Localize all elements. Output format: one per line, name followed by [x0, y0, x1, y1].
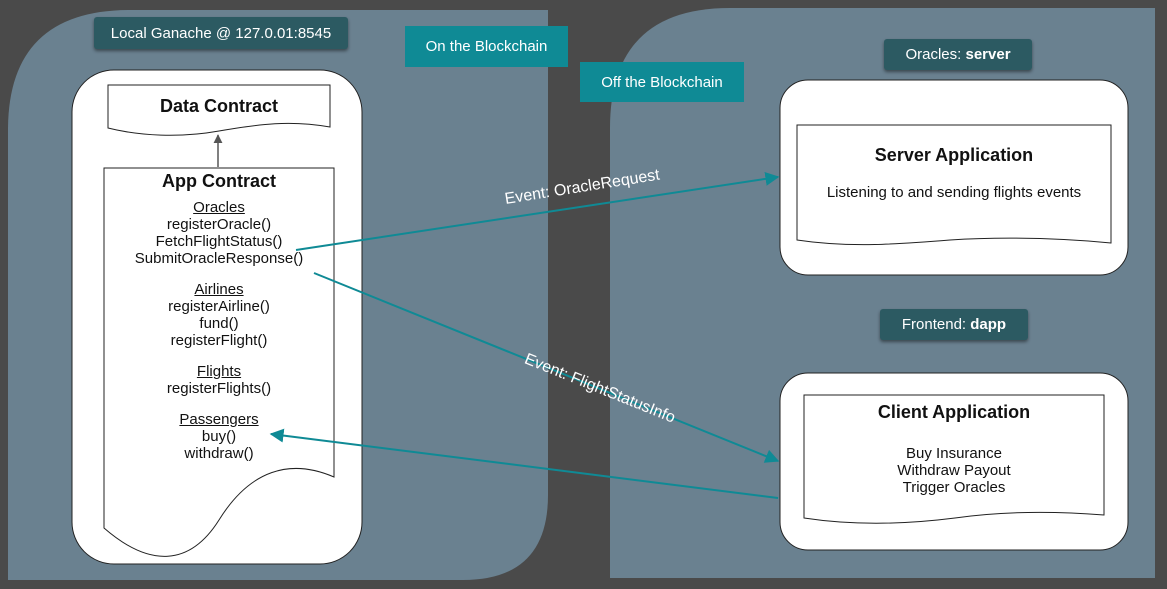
passengers-heading: Passengers: [179, 411, 259, 428]
off-blockchain-label: Off the Blockchain: [580, 62, 744, 102]
data-contract-text: Data Contract: [108, 95, 330, 117]
oracles-fn: registerOracle(): [166, 216, 272, 233]
oracles-server-label: Oracles: server: [884, 39, 1032, 70]
server-application-box: [796, 124, 1112, 246]
oracles-fn: FetchFlightStatus(): [155, 233, 283, 250]
app-contract-box: [103, 167, 335, 557]
app-contract-text: App Contract Oracles registerOracle() Fe…: [104, 170, 334, 462]
airlines-heading: Airlines: [194, 281, 244, 298]
flights-heading: Flights: [196, 363, 242, 380]
client-action: Buy Insurance: [906, 445, 1002, 462]
client-action: Withdraw Payout: [897, 462, 1011, 479]
frontend-dapp-label: Frontend: dapp: [880, 309, 1028, 340]
passengers-fn: buy(): [201, 428, 237, 445]
flights-fn: registerFlights(): [166, 380, 272, 397]
airlines-fn: fund(): [199, 315, 239, 332]
client-application-box: [803, 394, 1105, 524]
client-application-text: Client Application Buy Insurance Withdra…: [804, 401, 1104, 496]
client-action: Trigger Oracles: [902, 479, 1006, 496]
data-contract-title: Data Contract: [159, 96, 279, 116]
airlines-fn: registerAirline(): [168, 298, 270, 315]
server-application-title: Server Application: [874, 145, 1034, 165]
airlines-fn: registerFlight(): [170, 332, 268, 349]
data-contract-box: [107, 84, 331, 136]
oracle-request-arrow: [295, 171, 780, 251]
oracles-heading: Oracles: [193, 199, 245, 216]
client-application-title: Client Application: [877, 402, 1031, 422]
on-blockchain-label: On the Blockchain: [405, 26, 568, 67]
oracles-fn: SubmitOracleResponse(): [134, 250, 304, 267]
server-application-text: Server Application Listening to and send…: [797, 144, 1111, 201]
local-ganache-label: Local Ganache @ 127.0.01:8545: [94, 17, 348, 49]
flight-status-info-arrow: [313, 272, 780, 463]
buy-withdraw-arrow: [269, 428, 779, 499]
app-contract-title: App Contract: [162, 171, 276, 191]
passengers-fn: withdraw(): [184, 445, 254, 462]
server-application-description: Listening to and sending flights events: [826, 184, 1082, 201]
